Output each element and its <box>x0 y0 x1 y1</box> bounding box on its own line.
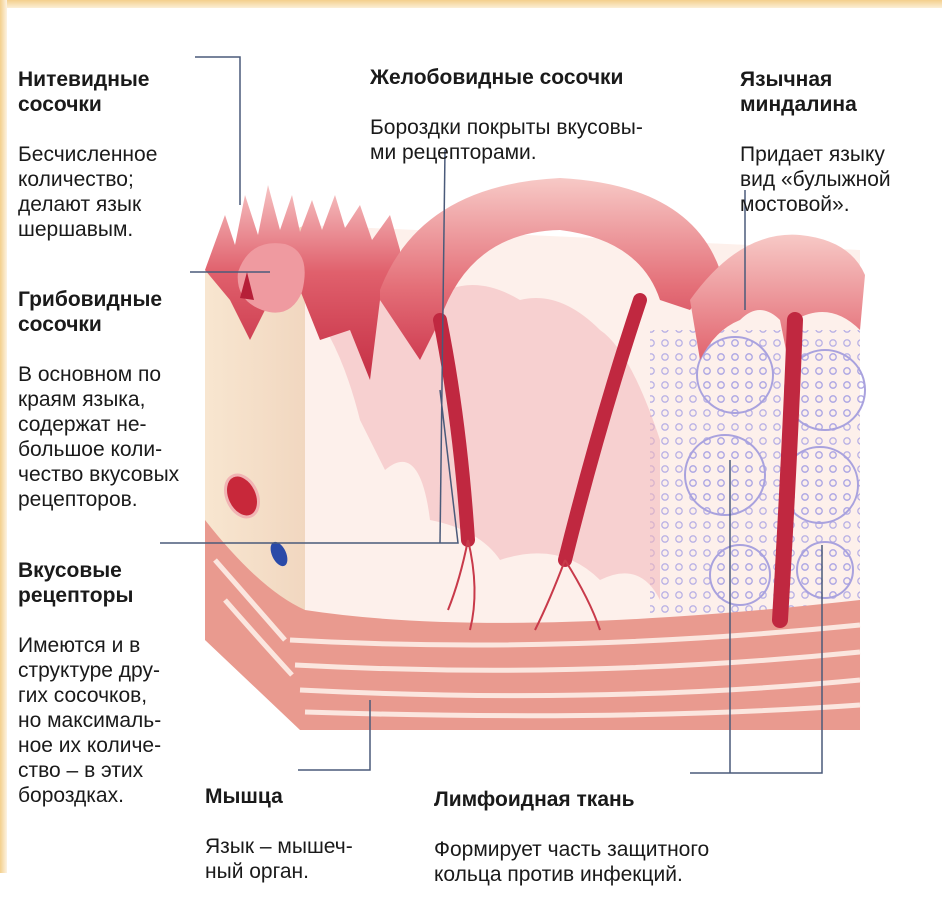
label-muscle-desc: Язык – мышеч- ный орган. <box>205 834 405 884</box>
label-taste-receptors-desc: Имеются и в структуре дру- гих сосочков,… <box>18 633 208 808</box>
label-muscle-title: Мышца <box>205 784 405 809</box>
label-lingual-tonsil-desc: Придает языку вид «булыжной мостовой». <box>740 142 935 217</box>
label-muscle: Мышца Язык – мышеч- ный орган. <box>205 759 405 909</box>
label-fungiform-title: Грибовидные сосочки <box>18 287 213 337</box>
label-lymphoid: Лимфоидная ткань Формирует часть защитно… <box>434 762 784 912</box>
label-filiform-desc: Бесчисленное количество; делают язык шер… <box>18 142 208 242</box>
label-lymphoid-title: Лимфоидная ткань <box>434 787 784 812</box>
label-vallate-title: Желобовидные сосочки <box>370 65 710 90</box>
label-lingual-tonsil-title: Язычная миндалина <box>740 67 935 117</box>
label-vallate-desc: Бороздки покрыты вкусовы- ми рецепторами… <box>370 115 710 165</box>
label-filiform-title: Нитевидные сосочки <box>18 67 208 117</box>
label-fungiform-desc: В основном по краям языка, содержат не- … <box>18 362 213 512</box>
label-taste-receptors: Вкусовые рецепторы Имеются и в структуре… <box>18 533 208 833</box>
label-vallate: Желобовидные сосочки Бороздки покрыты вк… <box>370 40 710 190</box>
label-lymphoid-desc: Формирует часть защитного кольца против … <box>434 837 784 887</box>
label-taste-receptors-title: Вкусовые рецепторы <box>18 558 208 608</box>
label-fungiform: Грибовидные сосочки В основном по краям … <box>18 262 213 537</box>
label-filiform: Нитевидные сосочки Бесчисленное количест… <box>18 42 208 267</box>
label-lingual-tonsil: Язычная миндалина Придает языку вид «бул… <box>740 42 935 242</box>
